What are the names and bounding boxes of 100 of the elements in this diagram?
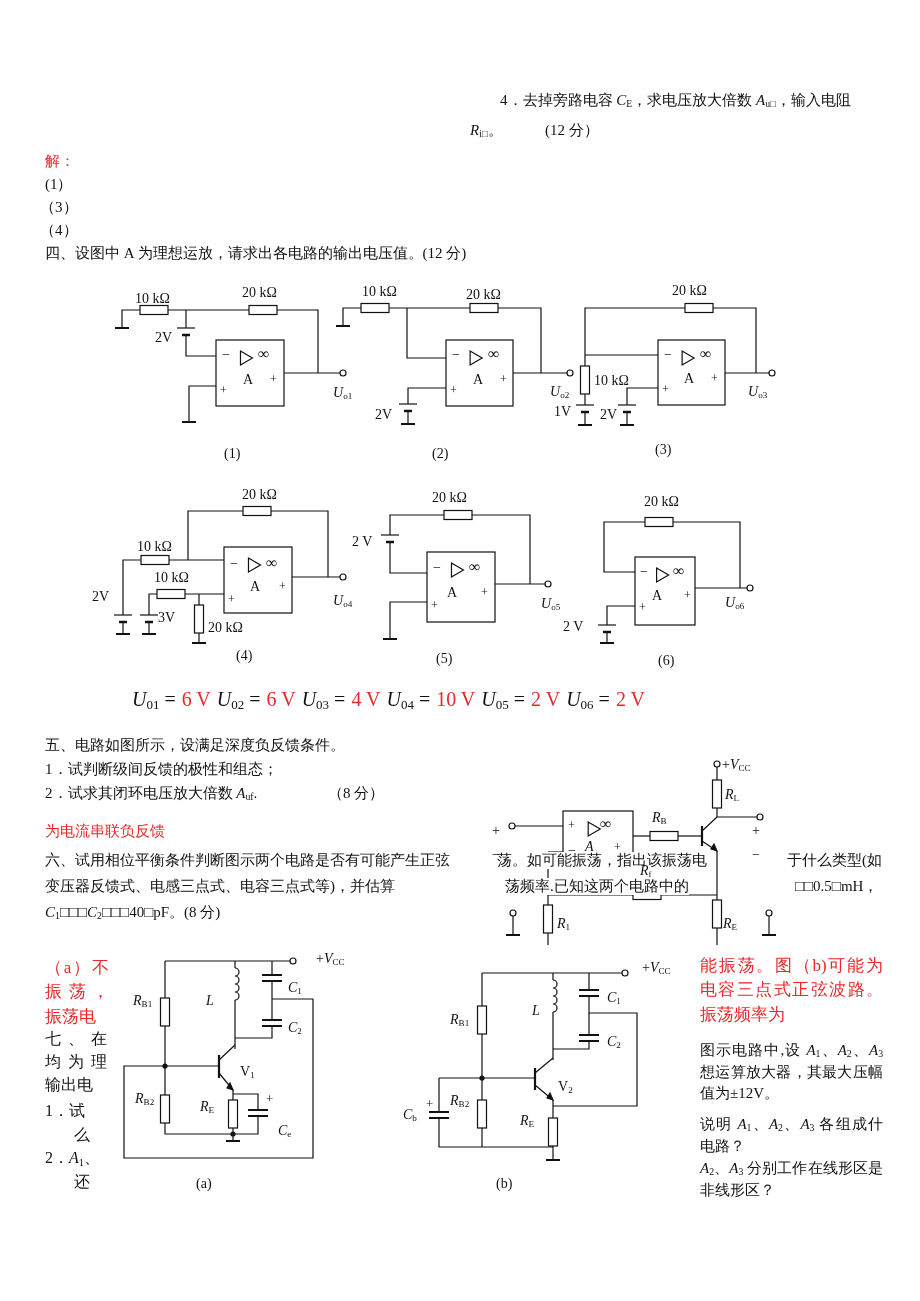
question-text: 1．试判断级间反馈的极性和组态；: [45, 760, 278, 778]
component-label: +V$_{CC}$: [316, 950, 345, 968]
question-text: 四、设图中 A 为理想运放，请求出各电路的输出电压值。(12 分): [45, 244, 467, 262]
question-text: 2．试求其闭环电压放大倍数 A$_{uf}$.: [45, 784, 258, 803]
polarity-sign: +: [568, 818, 575, 833]
gain-symbol: ∞: [673, 561, 685, 581]
answer-value: 2 V: [615, 688, 645, 712]
component-label: 20 kΩ: [242, 486, 277, 503]
question-text: 还: [74, 1172, 90, 1192]
component-label: 1V: [554, 403, 572, 420]
component-label: C$_{1}$: [288, 979, 302, 997]
question-text: 2．A$_{1}$、: [45, 1148, 100, 1169]
component-label: V$_{2}$: [558, 1078, 573, 1096]
amplifier-label: A: [585, 838, 594, 854]
question-text: 图示电路中,设 A$_{1}$、A$_{2}$、A$_{3}$想运算放大器，其最大压幅值为±12V。: [700, 1040, 883, 1104]
answer-text: （a）不振荡，振荡电: [45, 956, 109, 1029]
output-label: U$_{o4}$: [333, 592, 353, 610]
question-text: A$_{2}$、A$_{3}$ 分别工作在线形区是非线形区？: [700, 1158, 883, 1200]
answer-value: 6 V: [266, 688, 296, 712]
output-label: U$_{o1}$: [333, 384, 353, 402]
component-label: 10 kΩ: [137, 538, 172, 555]
polarity-sign: +: [614, 840, 621, 854]
component-label: R$_{E}$: [520, 1112, 535, 1130]
amplifier-label: A: [447, 584, 458, 601]
component-label: 2V: [155, 329, 173, 346]
component-label: R$_{1}$: [557, 915, 571, 933]
polarity-sign: +: [431, 598, 438, 613]
polarity-sign: −: [433, 559, 441, 576]
component-label: +V$_{CC}$: [722, 756, 751, 774]
output-label: U$_{o3}$: [748, 383, 768, 401]
component-label: L: [206, 992, 214, 1009]
question-text: 七、在均为理输出电: [45, 1028, 107, 1096]
component-label: 20 kΩ: [672, 282, 707, 299]
question-text: (12 分）: [545, 121, 599, 139]
question-text: 于什么类型(如: [787, 851, 882, 869]
question-text: 说明 A$_{1}$、A$_{2}$、A$_{3}$ 各组成什电路？: [700, 1114, 883, 1156]
gain-symbol: ∞: [600, 814, 612, 834]
equation-text: U$_{06}$ =: [566, 688, 610, 714]
equation-text: U$_{03}$ =: [301, 688, 346, 714]
figure-number: (a): [196, 1175, 212, 1192]
component-label: R$_{B}$: [652, 809, 667, 827]
answer-text: 为电流串联负反馈: [45, 822, 165, 840]
component-label: R$_{B2}$: [450, 1092, 470, 1110]
component-label: R$_{E}$: [723, 915, 738, 933]
equation-text: U$_{04}$ =: [386, 688, 431, 714]
polarity-sign: +: [492, 822, 500, 839]
component-label: V$_{1}$: [240, 1063, 255, 1081]
gain-symbol: ∞: [469, 557, 481, 577]
gain-symbol: ∞: [700, 344, 712, 364]
component-label: C$_{2}$: [288, 1019, 302, 1037]
component-label: R$_{B1}$: [133, 992, 153, 1010]
figure-number: (1): [224, 445, 241, 462]
question-text: 么: [74, 1125, 90, 1145]
figure-number: (6): [658, 652, 675, 669]
polarity-sign: +: [270, 372, 277, 387]
answer-value: 10 V: [436, 688, 476, 712]
figure-number: (3): [655, 441, 672, 458]
question-text: R$_{i□}$。: [470, 121, 503, 140]
answer-value: 2 V: [531, 688, 561, 712]
component-label: 10 kΩ: [154, 569, 189, 586]
figure-number: (4): [236, 647, 253, 664]
component-label: 20 kΩ: [466, 286, 501, 303]
question-text: 变压器反馈式、电感三点式、电容三点式等)，并估算: [45, 877, 395, 895]
amplifier-label: A: [250, 578, 261, 595]
amplifier-label: A: [473, 371, 484, 388]
polarity-sign: +: [450, 383, 457, 398]
equation-text: U$_{01}$ =: [132, 688, 176, 714]
component-label: 10 kΩ: [594, 372, 629, 389]
polarity-sign: +: [228, 592, 235, 607]
polarity-sign: +: [266, 1091, 274, 1107]
component-label: L: [532, 1002, 540, 1019]
polarity-sign: +: [639, 600, 646, 615]
polarity-sign: −: [452, 346, 460, 363]
equation-text: U$_{02}$ =: [216, 688, 261, 714]
figure-number: (5): [436, 650, 453, 667]
polarity-sign: +: [752, 822, 760, 839]
component-label: 20 kΩ: [208, 619, 243, 636]
polarity-sign: +: [279, 579, 286, 594]
component-label: C$_{2}$: [607, 1033, 621, 1051]
question-text: 六、试用相位平衡条件判断图示两个电路是否有可能产生正弦: [45, 851, 450, 869]
amplifier-label: A: [684, 370, 695, 387]
component-label: +V$_{CC}$: [642, 959, 671, 977]
component-label: 2 V: [563, 618, 584, 635]
gain-symbol: ∞: [488, 344, 500, 364]
answer-text: 解：: [45, 152, 75, 170]
component-label: 2 V: [352, 533, 373, 550]
amplifier-label: A: [652, 587, 663, 604]
question-text: （8 分）: [328, 784, 385, 802]
figure-number: (b): [496, 1175, 513, 1192]
component-label: R$_{B1}$: [450, 1011, 470, 1029]
output-label: U$_{o5}$: [541, 595, 561, 613]
component-label: 2V: [375, 406, 393, 423]
component-label: 3V: [158, 609, 176, 626]
component-label: R$_{E}$: [200, 1098, 215, 1116]
gain-symbol: ∞: [266, 553, 278, 573]
question-text: （3）: [40, 198, 78, 216]
component-label: 2V: [600, 406, 618, 423]
question-text: （4）: [40, 221, 78, 239]
component-label: 10 kΩ: [135, 290, 170, 307]
question-text: □□0.5□mH，: [795, 877, 879, 895]
